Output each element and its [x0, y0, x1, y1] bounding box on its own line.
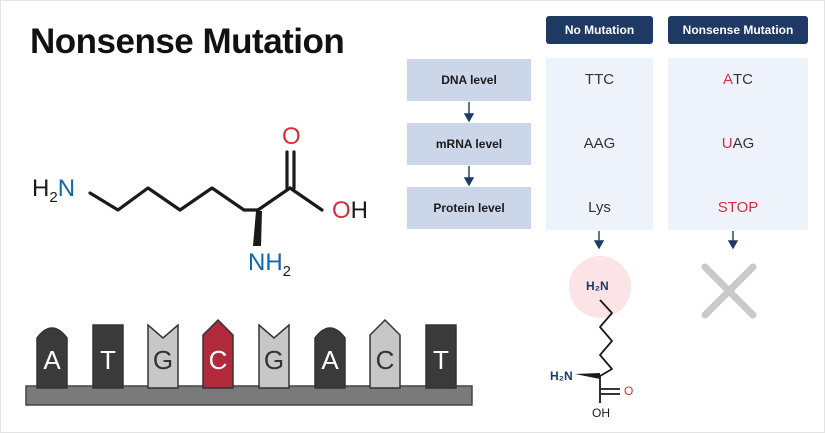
base-g-1 [147, 323, 179, 389]
lysine-side-chain-bond [88, 186, 260, 212]
nonsense-mutation-panel [668, 58, 808, 230]
base-letter: G [152, 345, 174, 375]
base-t-2 [425, 324, 457, 389]
dna-backbone [25, 385, 473, 406]
down-arrow-icon [463, 102, 475, 123]
down-arrow-icon [463, 166, 475, 187]
amine-highlight [569, 256, 631, 318]
cross-icon [701, 263, 757, 319]
no-mutation-header: No Mutation [546, 16, 653, 44]
nonsense-protein-value: STOP [717, 198, 759, 216]
base-letter: A [43, 345, 61, 375]
base-a-2 [314, 327, 346, 389]
epsilon-amine-label: H2N [32, 175, 76, 206]
result-hydroxyl-label: OH [592, 406, 610, 420]
hydroxyl-label: OH [332, 197, 369, 224]
base-letter: T [100, 345, 116, 375]
no-mutation-dna-value: TTC [584, 70, 615, 88]
level-dna: DNA level [407, 59, 531, 101]
wedge-bond [253, 211, 262, 246]
result-alpha-amine-label: H₂N [550, 369, 573, 383]
result-carbonyl-o-label: O [624, 384, 634, 398]
alpha-amine-label: NH2 [248, 249, 292, 280]
alpha-carboxyl-bond [256, 186, 292, 212]
carboxyl-oh-bond [288, 186, 324, 212]
no-mutation-protein-value: Lys [588, 198, 611, 216]
base-letter: T [433, 345, 449, 375]
page-title: Nonsense Mutation [30, 22, 345, 61]
base-c-mutated [202, 318, 234, 389]
carbonyl-oxygen-label: O [282, 123, 301, 150]
base-letter: C [208, 345, 228, 375]
down-arrow-icon [727, 231, 739, 250]
base-g-2 [258, 323, 290, 389]
base-letter: G [263, 345, 285, 375]
base-letter: A [321, 345, 339, 375]
result-top-amine-label: H₂N [586, 279, 609, 293]
level-protein: Protein level [407, 187, 531, 229]
no-mutation-panel [546, 58, 653, 230]
base-t-1 [92, 324, 124, 389]
result-lysine-chain [599, 299, 613, 377]
no-mutation-mrna-value: AAG [583, 134, 616, 152]
down-arrow-icon [593, 231, 605, 250]
result-wedge-bond [575, 373, 600, 379]
base-c-2 [369, 318, 401, 389]
nonsense-mutation-header: Nonsense Mutation [668, 16, 808, 44]
base-a-1 [36, 327, 68, 389]
base-letter: C [375, 345, 395, 375]
level-mrna: mRNA level [407, 123, 531, 165]
